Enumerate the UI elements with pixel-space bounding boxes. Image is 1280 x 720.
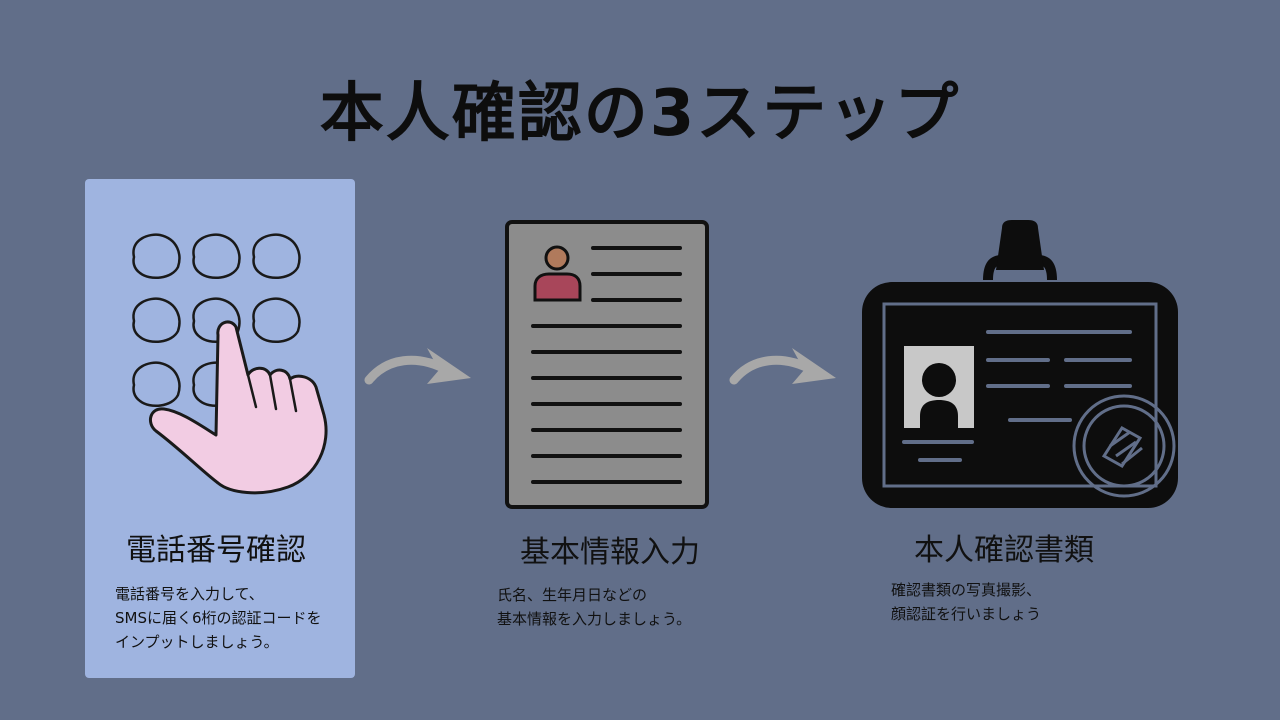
- step-2-description: 氏名、生年月日などの 基本情報を入力しましょう。: [497, 586, 692, 628]
- step-1-title: 電話番号確認: [126, 533, 306, 568]
- keypad-tap-icon: [132, 233, 328, 495]
- avatar-head: [544, 245, 570, 271]
- step-1-description: 電話番号を入力して、 SMSに届く6桁の認証コードを インプットしましょう。: [115, 585, 322, 651]
- curved-arrow-icon: [729, 348, 836, 385]
- profile-document-icon: [505, 220, 709, 509]
- step-3-title: 本人確認書類: [914, 533, 1094, 568]
- step-3-description: 確認書類の写真撮影、 顔認証を行いましょう: [891, 581, 1042, 623]
- curved-arrow-icon: [364, 348, 471, 385]
- page-title: 本人確認の3ステップ: [319, 77, 961, 151]
- step-2-title: 基本情報入力: [520, 535, 700, 570]
- avatar-body: [533, 272, 582, 302]
- id-badge-icon: [862, 220, 1178, 508]
